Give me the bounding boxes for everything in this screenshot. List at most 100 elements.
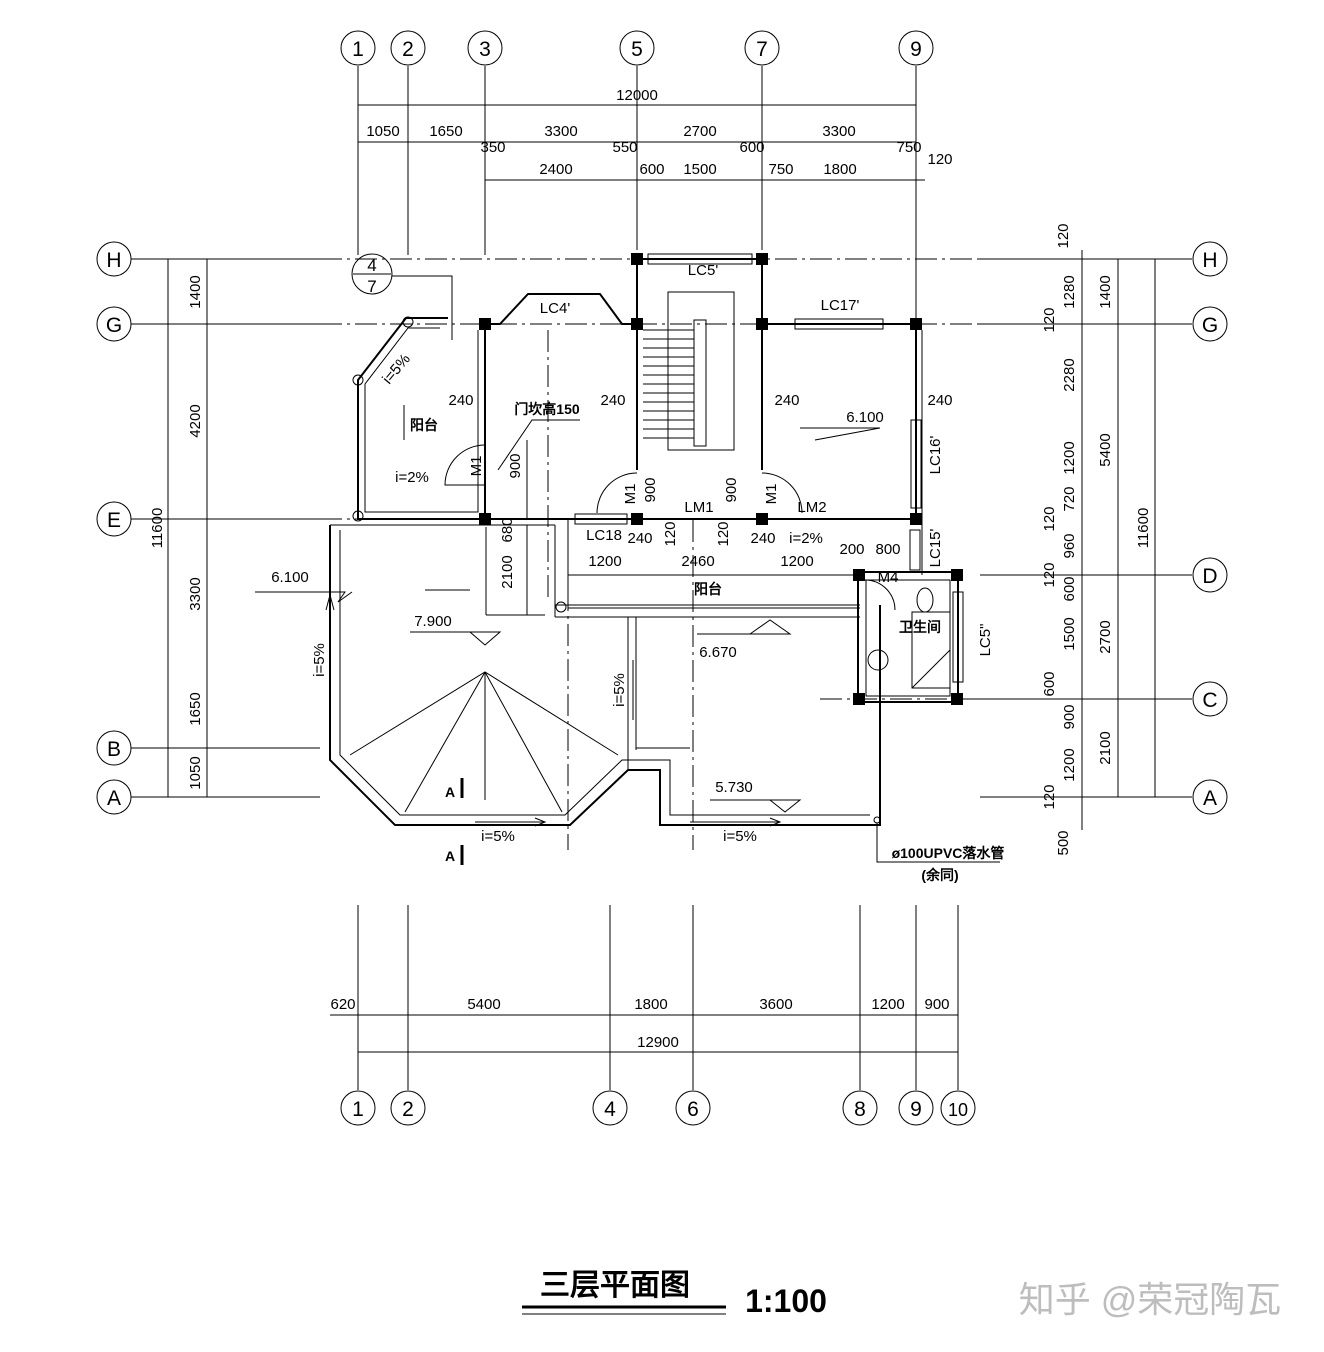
svg-text:2400: 2400 bbox=[539, 161, 572, 178]
svg-text:1500: 1500 bbox=[1061, 617, 1078, 650]
columns bbox=[352, 253, 963, 705]
svg-text:120: 120 bbox=[715, 521, 732, 546]
doors bbox=[444, 444, 951, 689]
window-lc17: LC17' bbox=[821, 297, 860, 314]
room-balcony-west: 阳台 bbox=[410, 417, 438, 433]
axis-right-C: C bbox=[1202, 689, 1217, 712]
svg-text:4200: 4200 bbox=[187, 404, 204, 437]
elevation-6670: 6.670 bbox=[699, 644, 737, 661]
svg-text:1200: 1200 bbox=[588, 553, 621, 570]
slope-balcony-west: i=2% bbox=[395, 469, 429, 486]
svg-text:620: 620 bbox=[330, 996, 355, 1013]
dim-right-total: 11600 bbox=[1135, 508, 1152, 549]
svg-text:1650: 1650 bbox=[429, 123, 462, 140]
svg-text:1400: 1400 bbox=[1097, 275, 1114, 308]
svg-text:120: 120 bbox=[1041, 784, 1058, 809]
svg-text:500: 500 bbox=[1055, 830, 1072, 855]
axis-left-B: B bbox=[107, 738, 121, 761]
svg-text:5400: 5400 bbox=[1097, 433, 1114, 466]
axis-bottom-1: 1 bbox=[352, 1098, 364, 1121]
axis-bottom-8: 8 bbox=[854, 1098, 866, 1121]
elevation-7900: 7.900 bbox=[414, 613, 452, 630]
svg-text:600: 600 bbox=[1041, 671, 1058, 696]
svg-text:240: 240 bbox=[600, 392, 625, 409]
room-balcony-center: 阳台 bbox=[694, 581, 722, 597]
windows bbox=[574, 253, 964, 683]
svg-text:200: 200 bbox=[839, 541, 864, 558]
svg-text:900: 900 bbox=[1061, 704, 1078, 729]
axis-left-E: E bbox=[107, 509, 121, 532]
axis-lines bbox=[131, 66, 1192, 1090]
svg-text:1800: 1800 bbox=[634, 996, 667, 1013]
door-lm1: LM1 bbox=[684, 499, 713, 516]
svg-text:350: 350 bbox=[480, 139, 505, 156]
drawing-scale: 1:100 bbox=[745, 1283, 827, 1319]
watermark: 知乎 @荣冠陶瓦 bbox=[1019, 1279, 1282, 1320]
slope-balcony-rail: i=5% bbox=[379, 351, 414, 388]
svg-text:120: 120 bbox=[927, 151, 952, 168]
svg-text:3300: 3300 bbox=[544, 123, 577, 140]
svg-text:1200: 1200 bbox=[780, 553, 813, 570]
svg-text:1280: 1280 bbox=[1061, 275, 1078, 308]
axis-left-H: H bbox=[106, 249, 121, 272]
svg-text:5400: 5400 bbox=[467, 996, 500, 1013]
right-dimensions: 120 1280 120 2280 1200 720 120 960 120 6… bbox=[1041, 223, 1156, 856]
slope-gutter-east: i=5% bbox=[723, 828, 757, 845]
slope-roof-west: i=5% bbox=[311, 643, 328, 677]
title-block: 三层平面图 1:100 知乎 @荣冠陶瓦 bbox=[522, 1269, 1281, 1320]
svg-text:3300: 3300 bbox=[822, 123, 855, 140]
axis-left-A: A bbox=[107, 787, 121, 810]
slope-balcony-center: i=2% bbox=[789, 530, 823, 547]
svg-text:3300: 3300 bbox=[187, 577, 204, 610]
right-axis-bubbles: H G D C A bbox=[1192, 241, 1228, 815]
door-m1-a: M1 bbox=[468, 456, 485, 477]
axis-right-G: G bbox=[1202, 314, 1218, 337]
svg-text:1400: 1400 bbox=[187, 275, 204, 308]
slope-arrows bbox=[325, 405, 782, 827]
axis-right-D: D bbox=[1202, 565, 1217, 588]
svg-text:240: 240 bbox=[927, 392, 952, 409]
svg-text:900: 900 bbox=[642, 477, 659, 502]
axis-bottom-2: 2 bbox=[402, 1098, 414, 1121]
sub-axis-bubble: 4 7 bbox=[351, 253, 453, 340]
svg-text:900: 900 bbox=[924, 996, 949, 1013]
svg-text:750: 750 bbox=[896, 139, 921, 156]
svg-text:720: 720 bbox=[1061, 486, 1078, 511]
svg-text:550: 550 bbox=[612, 139, 637, 156]
window-lc16: LC16' bbox=[927, 436, 944, 475]
dim-left-total: 11600 bbox=[149, 508, 166, 549]
axis-bottom-6: 6 bbox=[687, 1098, 699, 1121]
bottom-axis-bubbles: 1 2 4 6 8 9 10 bbox=[340, 1090, 976, 1126]
room-bathroom: 卫生间 bbox=[899, 619, 941, 635]
window-lc4: LC4' bbox=[540, 300, 571, 317]
window-lc18: LC18 bbox=[586, 527, 622, 544]
stair bbox=[643, 291, 735, 451]
door-m4: M4 bbox=[878, 569, 899, 586]
left-dimensions: 1400 4200 3300 1650 1050 11600 bbox=[149, 259, 208, 797]
axis-left-G: G bbox=[106, 314, 122, 337]
axis-bottom-10: 10 bbox=[948, 1100, 968, 1120]
svg-text:1050: 1050 bbox=[187, 756, 204, 789]
svg-text:680: 680 bbox=[499, 517, 516, 542]
svg-text:2280: 2280 bbox=[1061, 358, 1078, 391]
svg-text:2700: 2700 bbox=[683, 123, 716, 140]
window-lc15: LC15' bbox=[927, 529, 944, 568]
axis-top-3: 3 bbox=[479, 38, 491, 61]
svg-text:240: 240 bbox=[627, 530, 652, 547]
dim-bottom-total: 12900 bbox=[637, 1034, 679, 1051]
drain-pipe-note: ø100UPVC落水管 bbox=[892, 845, 1005, 861]
svg-text:750: 750 bbox=[768, 161, 793, 178]
svg-text:1500: 1500 bbox=[683, 161, 716, 178]
svg-text:240: 240 bbox=[774, 392, 799, 409]
svg-text:120: 120 bbox=[1041, 562, 1058, 587]
svg-text:1200: 1200 bbox=[871, 996, 904, 1013]
section-mark-a-top: A bbox=[445, 784, 455, 800]
svg-text:240: 240 bbox=[448, 392, 473, 409]
door-lm2: LM2 bbox=[797, 499, 826, 516]
svg-text:800: 800 bbox=[875, 541, 900, 558]
svg-text:120: 120 bbox=[1055, 223, 1072, 248]
svg-text:2700: 2700 bbox=[1097, 620, 1114, 653]
svg-text:1050: 1050 bbox=[366, 123, 399, 140]
svg-text:2100: 2100 bbox=[499, 555, 516, 588]
